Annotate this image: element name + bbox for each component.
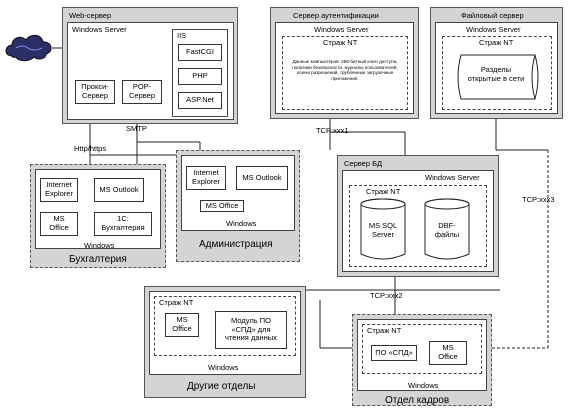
db-guard-label: Страж NT: [366, 187, 401, 196]
auth-server-panel: Сервер аутентификации Windows Server Стр…: [270, 7, 419, 119]
accounting-ie-box: Internet Explorer: [40, 178, 78, 202]
admin-panel: Internet Explorer MS Outlook MS Office W…: [176, 150, 300, 262]
other-office-box: MS Office: [165, 313, 199, 337]
file-server-title: Файловый сервер: [461, 11, 524, 20]
hr-os-frame: Страж NT ПО «СПД» MS Office Windows: [357, 319, 487, 391]
other-departments-panel: Страж NT MS Office Модуль ПО «СПД» для ч…: [144, 286, 306, 398]
file-server-os-frame: Windows Server Страж NT Разделы открытые…: [435, 22, 558, 114]
hr-panel: Страж NT ПО «СПД» MS Office Windows Отде…: [352, 314, 492, 406]
php-box: PHP: [178, 68, 222, 85]
admin-ie-box: Internet Explorer: [186, 166, 226, 190]
proxy-server-box: Прокси- Сервер: [75, 80, 115, 104]
hr-os-label: Windows: [408, 381, 439, 390]
db-server-os-frame: Windows Server Страж NT MS SQL Server DB…: [342, 170, 494, 272]
tcp3-label: TCP:xxx3: [522, 195, 555, 204]
pop-server-box: POP- Сервер: [122, 80, 162, 104]
accounting-os-label: Windows: [84, 241, 115, 250]
other-os-label: Windows: [208, 363, 239, 372]
auth-server-os-frame: Windows Server Страж NT Данные компьютер…: [275, 22, 414, 114]
hr-guard-frame: Страж NT ПО «СПД» MS Office: [362, 324, 482, 374]
accounting-office-box: MS Office: [40, 212, 78, 236]
file-guard-label: Страж NT: [479, 38, 514, 47]
fastcgi-box: FastCGI: [178, 44, 222, 61]
hr-guard-label: Страж NT: [367, 326, 402, 335]
auth-server-os-label: Windows Server: [314, 25, 369, 34]
web-server-os-frame: Windows Server IIS FastCGI PHP ASP.Net П…: [67, 22, 234, 120]
other-caption: Другие отделы: [187, 381, 256, 392]
other-guard-frame: Страж NT MS Office Модуль ПО «СПД» для ч…: [154, 296, 296, 356]
auth-guard-frame: Страж NT Данные компьютеров: 256-битный …: [282, 36, 408, 110]
file-shares-label: Разделы открытые в сети: [467, 65, 525, 83]
hr-caption: Отдел кадров: [385, 395, 450, 406]
db-server-panel: Сервер БД Windows Server Страж NT MS SQL…: [337, 155, 499, 277]
db-server-os-label: Windows Server: [425, 173, 480, 182]
admin-outlook-box: MS Outlook: [236, 166, 288, 190]
accounting-outlook-box: MS Outlook: [94, 178, 144, 202]
auth-description: Данные компьютеров: 256-битный ключ дост…: [292, 59, 398, 82]
hr-spd-box: ПО «СПД»: [371, 345, 417, 361]
admin-caption: Администрация: [199, 239, 273, 250]
accounting-caption: Бухгалтерия: [69, 254, 127, 265]
auth-server-title: Сервер аутентификации: [293, 11, 379, 20]
accounting-1c-box: 1С: Бухгалтерия: [94, 212, 152, 236]
sql-label: MS SQL Server: [368, 221, 398, 239]
http-label: Http/https: [74, 144, 107, 153]
other-spd-module-box: Модуль ПО «СПД» для чтения данных: [215, 311, 287, 349]
aspnet-box: ASP.Net: [178, 92, 222, 109]
tcp2-label: TCP:xxx2: [370, 291, 403, 300]
tcp1-label: TCP:xxx1: [316, 126, 349, 135]
other-os-frame: Страж NT MS Office Модуль ПО «СПД» для ч…: [149, 291, 301, 375]
sql-cylinder-icon: [360, 198, 406, 260]
other-guard-label: Страж NT: [159, 298, 194, 307]
iis-label: IIS: [177, 31, 187, 40]
internet-cloud-icon: [5, 34, 52, 62]
file-guard-frame: Страж NT Разделы открытые в сети: [442, 36, 552, 110]
db-guard-frame: Страж NT MS SQL Server DBF- файлы: [349, 185, 487, 267]
dbf-label: DBF- файлы: [434, 221, 460, 239]
smtp-label: SMTP: [126, 124, 147, 133]
hr-office-box: MS Office: [429, 341, 467, 365]
admin-os-label: Windows: [226, 219, 257, 228]
db-server-title: Сервер БД: [344, 159, 383, 168]
file-server-panel: Файловый сервер Windows Server Страж NT …: [430, 7, 563, 119]
web-server-panel: Web-сервер Windows Server IIS FastCGI PH…: [62, 7, 238, 124]
web-server-title: Web-сервер: [69, 11, 112, 20]
accounting-panel: Internet Explorer MS Outlook MS Office 1…: [30, 164, 166, 268]
dbf-cylinder-icon: [424, 198, 470, 260]
admin-os-frame: Internet Explorer MS Outlook MS Office W…: [181, 155, 295, 231]
storage-cylinder-icon: [457, 54, 539, 100]
admin-office-box: MS Office: [200, 200, 244, 212]
auth-guard-label: Страж NT: [323, 38, 358, 47]
accounting-os-frame: Internet Explorer MS Outlook MS Office 1…: [35, 169, 161, 249]
iis-frame: IIS FastCGI PHP ASP.Net: [172, 29, 228, 117]
file-server-os-label: Windows Server: [466, 25, 521, 34]
web-server-os-label: Windows Server: [72, 25, 127, 34]
